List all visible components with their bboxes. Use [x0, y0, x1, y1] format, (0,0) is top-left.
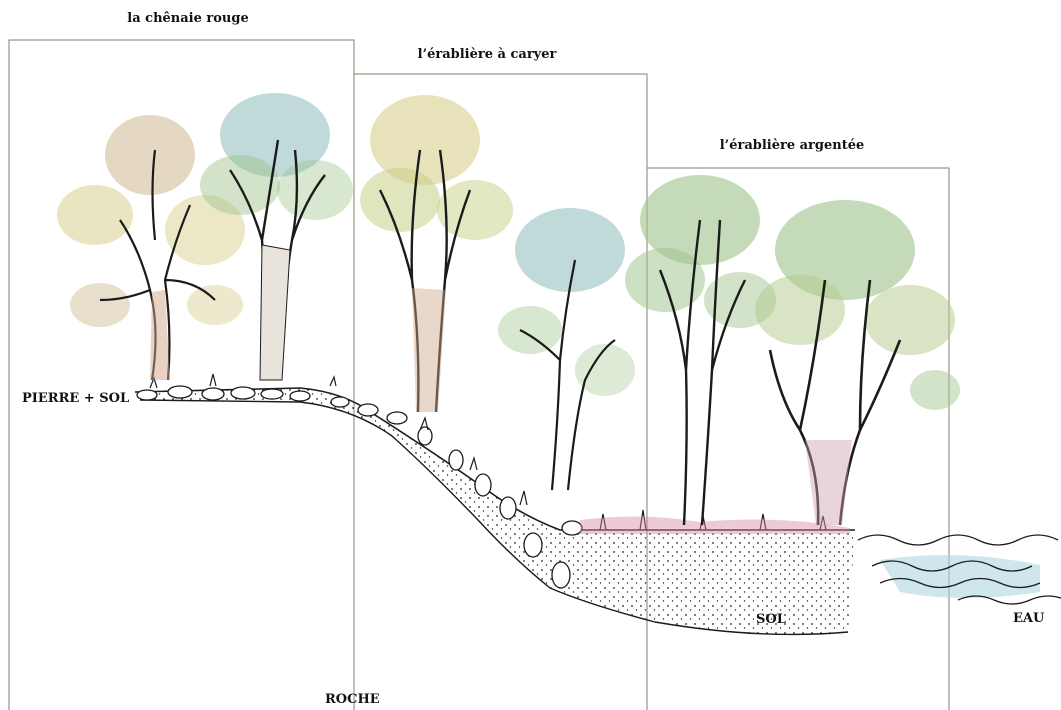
zone-title-erabliere-caryer: l’érablière à caryer	[418, 47, 557, 62]
zone-title-erabliere-argentee: l’érablière argentée	[720, 138, 865, 153]
label-sol: SOL	[756, 612, 786, 627]
tree-erable-caryer-2	[498, 208, 635, 490]
label-eau: EAU	[1013, 611, 1044, 626]
ground-pink-wash	[580, 516, 850, 534]
soil-layer	[135, 388, 855, 634]
label-roche: ROCHE	[325, 692, 380, 707]
tree-red-oak-1	[57, 115, 245, 380]
trees	[57, 93, 960, 525]
water-wash	[880, 555, 1040, 598]
tree-erable-argente-1	[625, 175, 776, 525]
tree-erable-caryer-1	[360, 95, 513, 412]
label-pierre-sol: PIERRE + SOL	[22, 391, 129, 406]
water	[858, 535, 1061, 604]
tree-erable-argente-2	[755, 200, 960, 525]
ground-profile	[135, 374, 855, 634]
zone-title-chenaie-rouge: la chênaie rouge	[127, 11, 248, 26]
